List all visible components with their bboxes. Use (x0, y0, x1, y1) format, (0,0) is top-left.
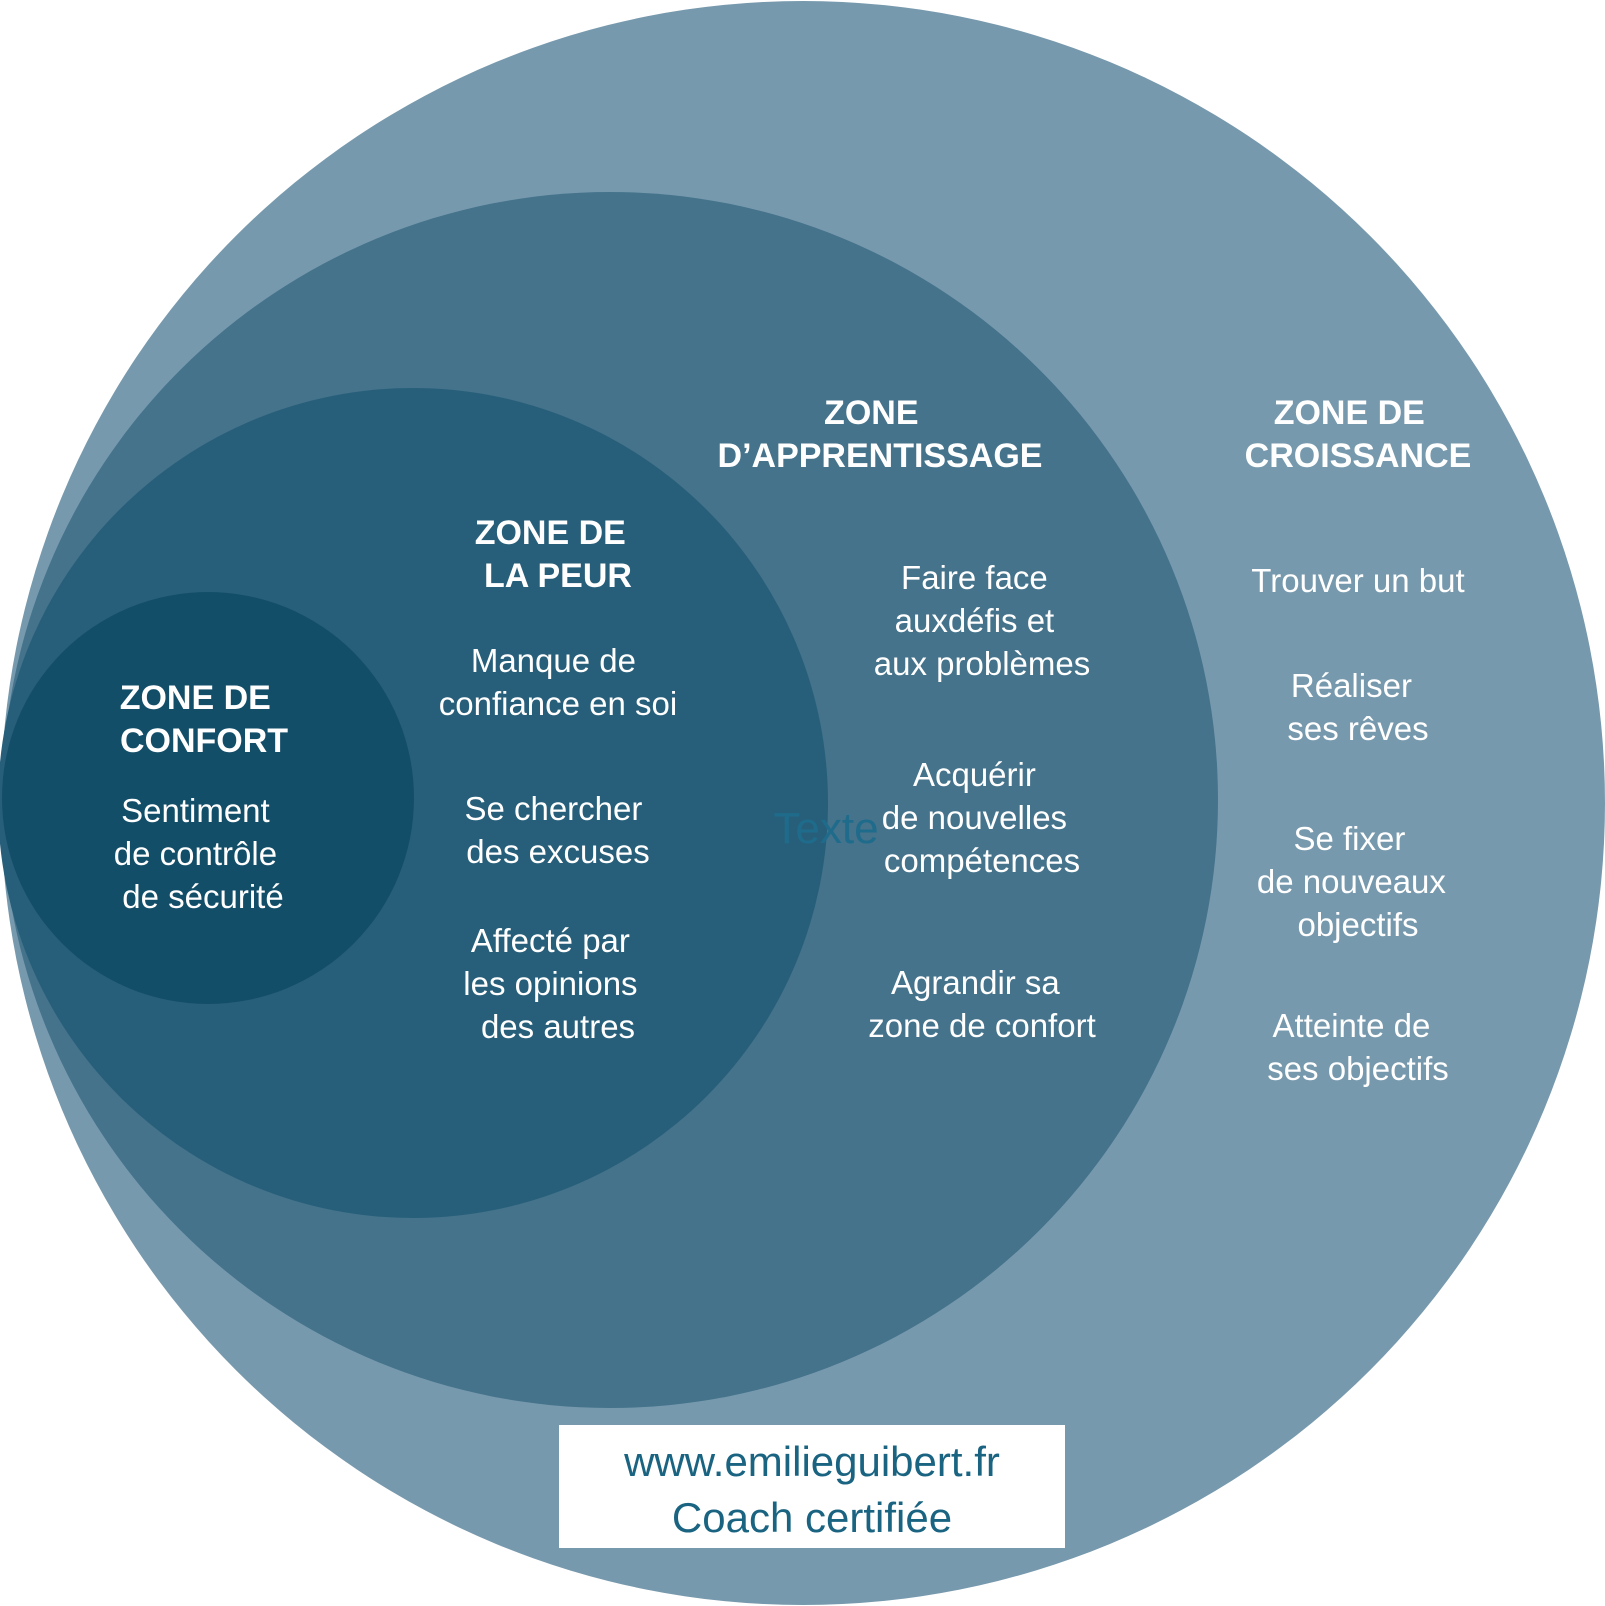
zone-apprentissage-item-line: aux problèmes (874, 645, 1090, 682)
zone-croissance-item: Trouver un but (1251, 562, 1464, 599)
footer-tagline: Coach certifiée (672, 1494, 952, 1541)
zone-peur-item-line: des autres (481, 1008, 635, 1045)
zone-croissance-item-line: Se fixer (1293, 820, 1405, 857)
zone-peur-item-line: les opinions (463, 965, 637, 1002)
zone-peur-title-line: LA PEUR (484, 557, 632, 595)
zone-confort-item-line: de contrôle (114, 835, 277, 872)
zone-croissance-item-line: objectifs (1297, 906, 1418, 943)
zone-apprentissage-item: Agrandir sa zone de confort (868, 964, 1096, 1044)
zone-confort-title-line: ZONE DE (120, 679, 271, 717)
footer-background (559, 1425, 1065, 1548)
stray-placeholder-label: Texte (773, 804, 878, 853)
zone-apprentissage-title: ZONE D’APPRENTISSAGE (718, 394, 1043, 475)
zone-confort-title: ZONE DE CONFORT (120, 679, 289, 760)
footer-box: www.emilieguibert.fr Coach certifiée (559, 1425, 1065, 1548)
zone-apprentissage-item-line: Agrandir sa (891, 964, 1060, 1001)
zone-apprentissage-title-line: ZONE (824, 394, 918, 432)
zone-croissance-group: ZONE DE CROISSANCE Trouver un but Réalis… (1245, 394, 1472, 1087)
zone-croissance-item-line: Trouver un but (1251, 562, 1464, 599)
zone-croissance-title-line: CROISSANCE (1245, 437, 1472, 475)
zone-confort-circle (2, 592, 414, 1004)
zone-peur-item-line: Manque de (471, 642, 636, 679)
zone-peur-item: Manque de confiance en soi (439, 642, 678, 722)
zone-croissance-title-line: ZONE DE (1274, 394, 1425, 432)
zone-apprentissage-item-line: de nouvelles (882, 799, 1067, 836)
zone-apprentissage-item-line: compétences (884, 842, 1080, 879)
zone-confort-item: Sentiment de contrôle de sécurité (114, 792, 286, 915)
zone-apprentissage-item-line: Acquérir (913, 756, 1036, 793)
zone-croissance-item: Se fixer de nouveaux objectifs (1257, 820, 1455, 943)
zone-confort-title-line: CONFORT (120, 722, 288, 760)
zone-peur-title-line: ZONE DE (475, 514, 626, 552)
zone-croissance-item-line: Réaliser (1291, 667, 1412, 704)
zone-croissance-item-line: de nouveaux (1257, 863, 1446, 900)
zone-apprentissage-item-line: auxdéfis et (895, 602, 1055, 639)
zone-apprentissage-item-line: zone de confort (868, 1007, 1096, 1044)
zone-apprentissage-title-line: D’APPRENTISSAGE (718, 437, 1043, 475)
zone-apprentissage-item: Acquérir de nouvelles compétences (882, 756, 1080, 879)
zone-peur-title: ZONE DE LA PEUR (475, 514, 636, 595)
zone-confort-group: ZONE DE CONFORT Sentiment de contrôle de… (114, 679, 289, 915)
zone-croissance-title: ZONE DE CROISSANCE (1245, 394, 1472, 475)
zone-peur-item-line: confiance en soi (439, 685, 678, 722)
zone-croissance-item: Atteinte de ses objectifs (1267, 1007, 1449, 1087)
zone-apprentissage-item-line: Faire face (901, 559, 1048, 596)
zone-confort-item-line: Sentiment (121, 792, 270, 829)
zone-peur-item-line: Se chercher (464, 790, 642, 827)
zone-croissance-item: Réaliser ses rêves (1287, 667, 1428, 747)
zone-peur-item: Affecté par les opinions des autres (463, 922, 646, 1045)
zone-croissance-item-line: ses rêves (1287, 710, 1428, 747)
zone-croissance-item-line: Atteinte de (1273, 1007, 1431, 1044)
zone-apprentissage-group: ZONE D’APPRENTISSAGE Faire face auxdéfis… (718, 394, 1096, 1044)
zone-croissance-item-line: ses objectifs (1267, 1050, 1449, 1087)
zone-confort-item-line: de sécurité (122, 878, 283, 915)
zone-peur-item: Se chercher des excuses (464, 790, 651, 870)
zone-apprentissage-item: Faire face auxdéfis et aux problèmes (874, 559, 1090, 682)
footer-website: www.emilieguibert.fr (623, 1438, 1000, 1485)
zone-peur-item-line: des excuses (466, 833, 649, 870)
zone-peur-item-line: Affecté par (471, 922, 630, 959)
zone-peur-group: ZONE DE LA PEUR Manque de confiance en s… (439, 514, 678, 1045)
